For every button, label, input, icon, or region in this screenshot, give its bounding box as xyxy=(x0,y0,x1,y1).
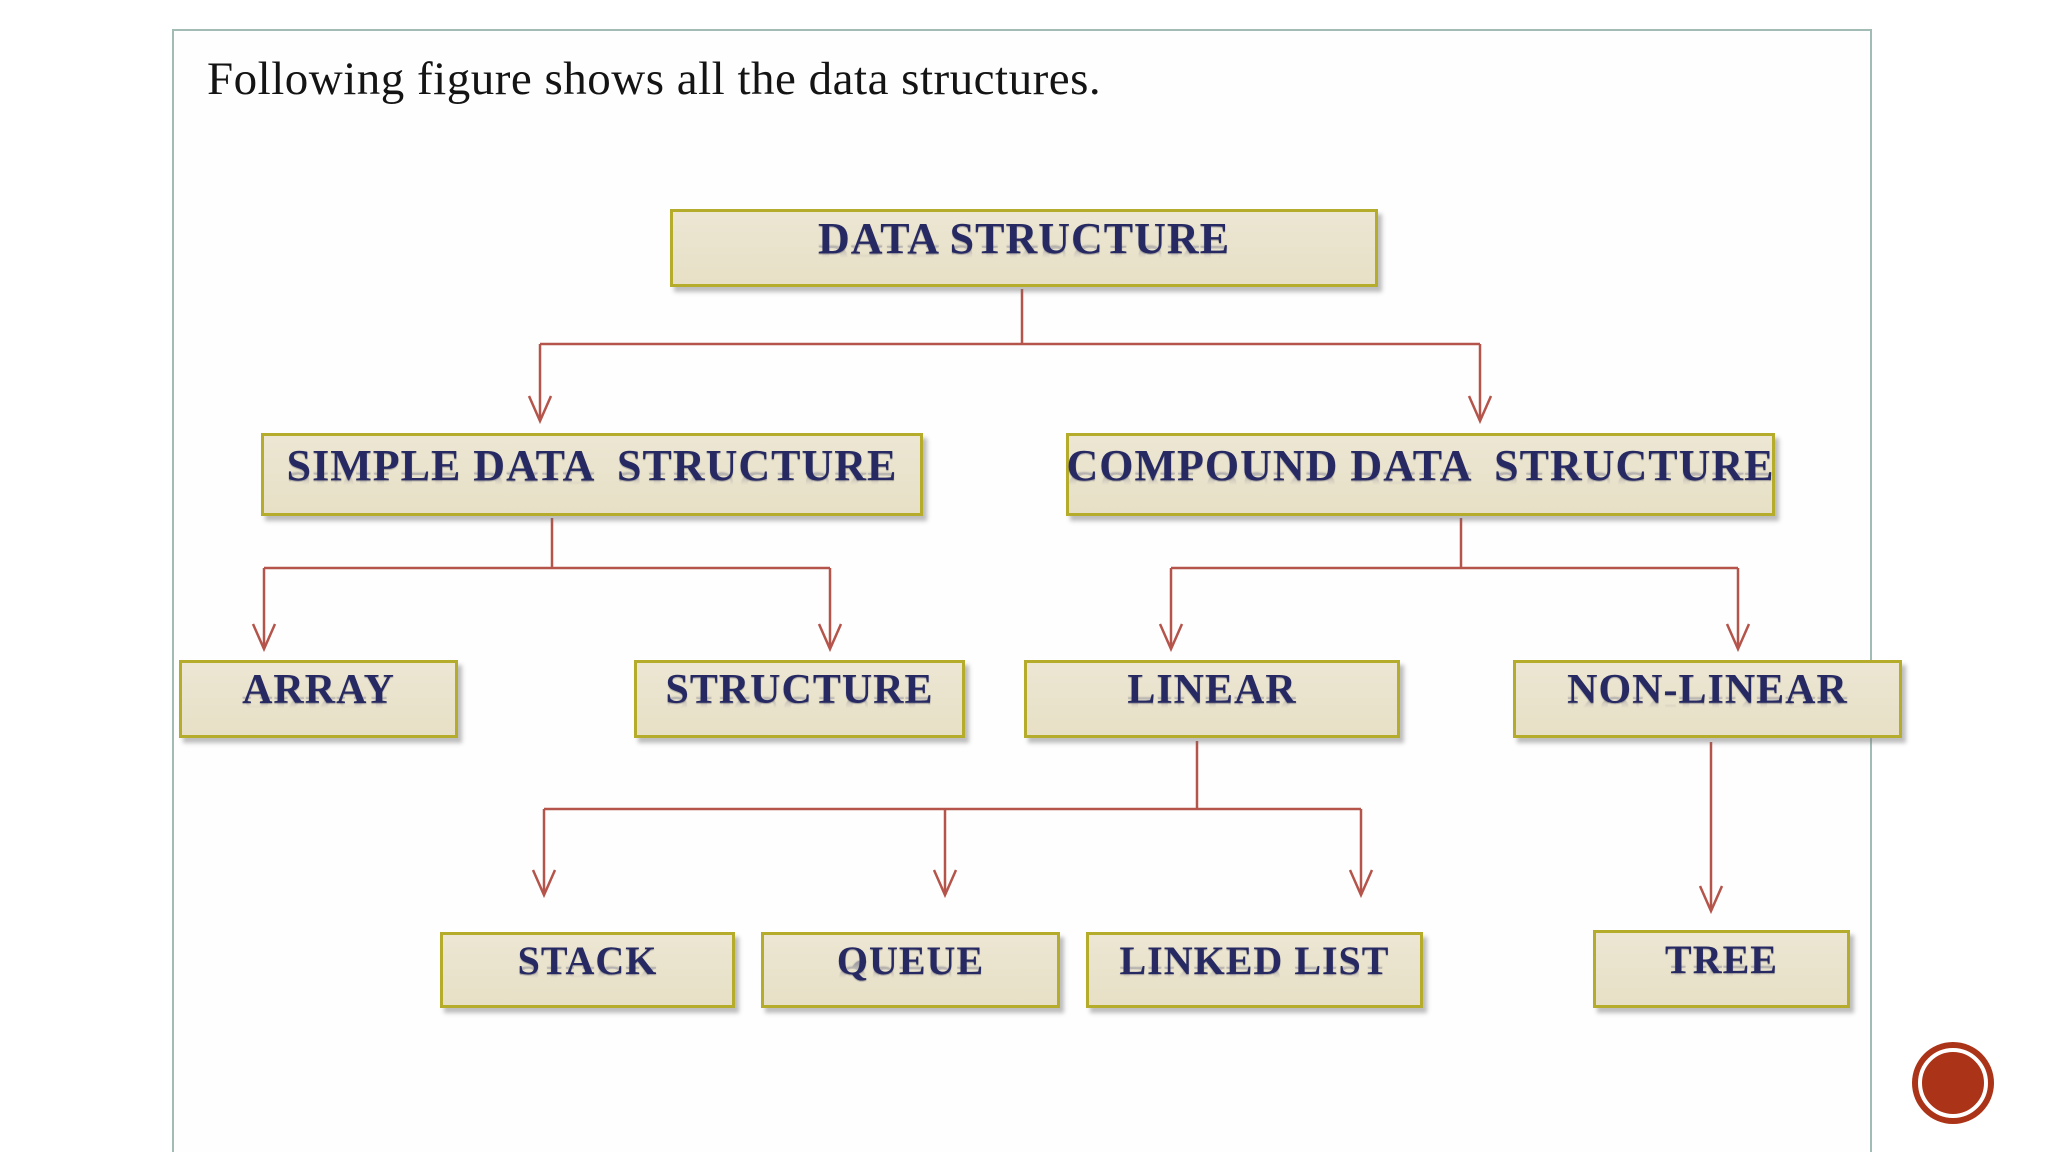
node-array-label: ARRAY xyxy=(242,667,395,713)
node-simple-data-structure: SIMPLE DATA STRUCTURE xyxy=(261,433,923,516)
node-linear-label: LINEAR xyxy=(1127,667,1297,713)
node-tree: TREE xyxy=(1593,930,1850,1008)
node-compound-data-structure-label: COMPOUND DATA STRUCTURE xyxy=(1066,440,1775,490)
slide-title: Following figure shows all the data stru… xyxy=(207,53,1102,105)
node-non-linear: NON-LINEAR xyxy=(1513,660,1902,738)
decoration-circle-ring xyxy=(1918,1048,1988,1118)
node-stack: STACK xyxy=(440,932,735,1008)
decoration-circle xyxy=(1912,1042,1994,1124)
node-structure-label: STRUCTURE xyxy=(665,667,934,713)
node-data-structure: DATA STRUCTURE xyxy=(670,209,1378,287)
node-compound-data-structure: COMPOUND DATA STRUCTURE xyxy=(1066,433,1775,516)
node-tree-label: TREE xyxy=(1665,937,1778,982)
node-simple-data-structure-label: SIMPLE DATA STRUCTURE xyxy=(286,440,898,490)
node-linear: LINEAR xyxy=(1024,660,1400,738)
node-linked-list-label: LINKED LIST xyxy=(1119,938,1390,983)
node-stack-label: STACK xyxy=(517,938,658,983)
node-array: ARRAY xyxy=(179,660,458,738)
node-data-structure-label: DATA STRUCTURE xyxy=(817,214,1231,263)
node-linked-list: LINKED LIST xyxy=(1086,932,1423,1008)
node-non-linear-label: NON-LINEAR xyxy=(1567,667,1848,713)
node-queue: QUEUE xyxy=(761,932,1060,1008)
node-queue-label: QUEUE xyxy=(836,938,985,983)
node-structure: STRUCTURE xyxy=(634,660,965,738)
